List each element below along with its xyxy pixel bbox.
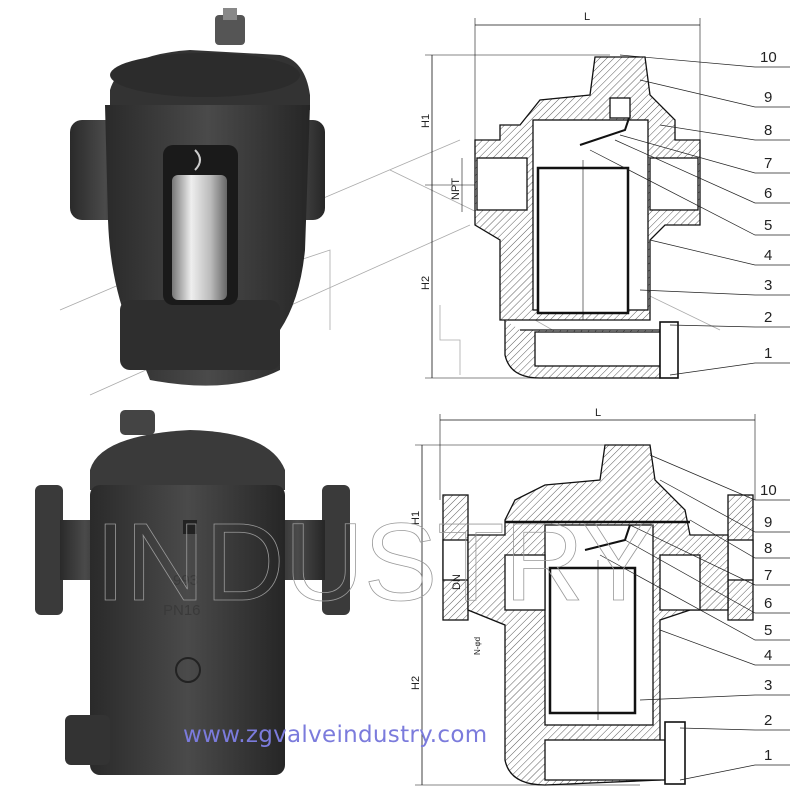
- dim-h2-flanged: H2: [410, 676, 422, 690]
- part-callouts-threaded: 10 9 8 7 6 5 4 3 2 1: [589, 49, 790, 376]
- callout-leader-line: [659, 124, 790, 141]
- dim-h2-threaded: H2: [420, 276, 432, 290]
- casting-mark-model: 993: [173, 572, 198, 589]
- callout-leader-line: [639, 289, 790, 296]
- part-number-10: 10: [760, 49, 777, 66]
- callout-leader-line: [649, 454, 790, 501]
- part-number-8: 8: [764, 540, 772, 557]
- part-number-7: 7: [764, 567, 772, 584]
- part-number-5: 5: [764, 622, 772, 639]
- website-watermark: www.zgvalveindustry.com: [183, 722, 488, 748]
- part-number-1: 1: [764, 345, 772, 362]
- part-number-2: 2: [764, 712, 772, 729]
- callout-leader-line: [589, 149, 790, 236]
- dim-bolt-holes: N-φd: [473, 637, 482, 655]
- callout-leader-line: [689, 519, 790, 559]
- part-number-9: 9: [764, 514, 772, 531]
- part-number-9: 9: [764, 89, 772, 106]
- callout-leader-line: [679, 764, 790, 781]
- part-number-1: 1: [764, 747, 772, 764]
- part-number-3: 3: [764, 677, 772, 694]
- part-number-4: 4: [764, 647, 772, 664]
- photo-threaded-steam-trap: [70, 8, 325, 386]
- callout-leader-line: [649, 239, 790, 266]
- callout-leader-line: [619, 134, 790, 174]
- part-callouts-flanged: 10 9 8 7 6 5 4 3 2 1: [599, 454, 790, 781]
- casting-mark-pressure: PN16: [163, 602, 201, 619]
- dim-dn: DN: [451, 574, 463, 590]
- part-number-10: 10: [760, 482, 777, 499]
- photo-flanged-steam-trap: 993 PN16: [35, 410, 350, 775]
- part-number-3: 3: [764, 277, 772, 294]
- part-number-5: 5: [764, 217, 772, 234]
- callout-leader-line: [659, 629, 790, 666]
- brand-outline-watermark: INDUSTRY: [95, 501, 655, 624]
- part-number-4: 4: [764, 247, 772, 264]
- dim-length-flanged: L: [595, 407, 601, 419]
- part-number-8: 8: [764, 122, 772, 139]
- callout-leader-line: [639, 79, 790, 108]
- callout-leader-line: [669, 362, 790, 376]
- callout-leader-line: [619, 54, 790, 68]
- callout-leader-line: [599, 554, 790, 641]
- drawing-threaded: [425, 18, 701, 379]
- callout-leader-line: [629, 524, 790, 586]
- part-number-7: 7: [764, 155, 772, 172]
- part-number-6: 6: [764, 185, 772, 202]
- callout-leader-line: [679, 727, 790, 731]
- callout-leader-line: [669, 324, 790, 328]
- callout-leader-line: [639, 694, 790, 701]
- dim-h1-threaded: H1: [420, 114, 432, 128]
- dim-h1-flanged: H1: [410, 511, 422, 525]
- dim-npt: NPT: [450, 178, 462, 200]
- part-number-2: 2: [764, 309, 772, 326]
- callout-leader-line: [659, 479, 790, 533]
- callout-leader-line: [614, 139, 790, 204]
- drawing-flanged: [415, 414, 756, 786]
- callout-leader-line: [624, 539, 790, 614]
- dim-length-threaded: L: [584, 11, 590, 23]
- part-number-6: 6: [764, 595, 772, 612]
